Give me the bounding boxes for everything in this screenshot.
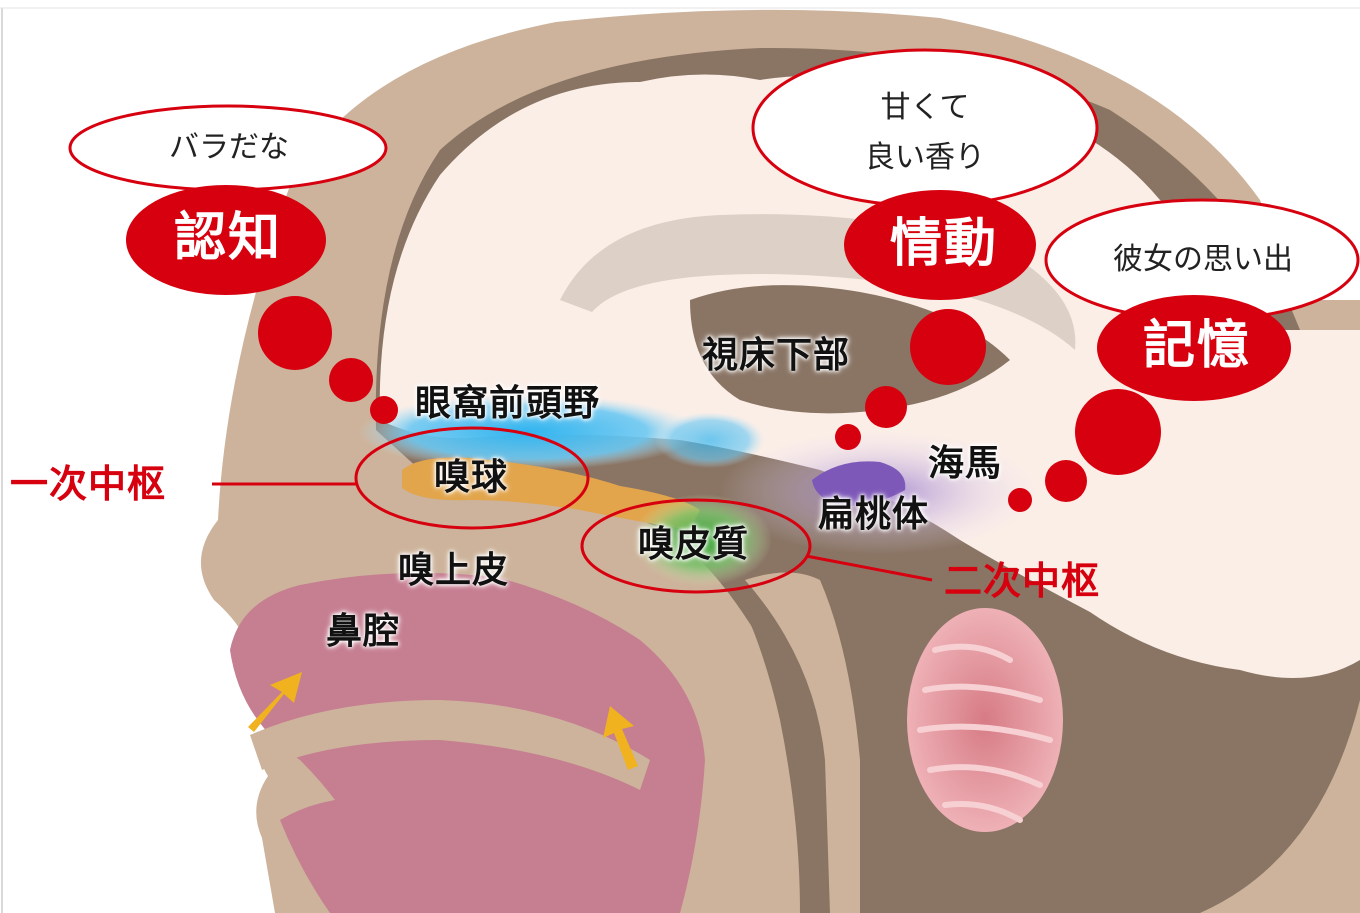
thought-memory-text: 彼女の思い出 (1113, 242, 1293, 277)
label-amygdala: 扁桃体 (818, 494, 930, 535)
label-secondary-center: 二次中枢 (944, 559, 1101, 603)
label-nasal-cavity: 鼻腔 (326, 611, 401, 652)
label-hippocampus: 海馬 (928, 443, 1003, 484)
secondary-center-leader (805, 554, 933, 582)
orbitofrontal-area (358, 394, 698, 470)
badge-emotion (844, 190, 1036, 300)
label-olfactory-cortex: 嗅皮質 (638, 524, 750, 565)
badge-memory (1097, 295, 1291, 401)
thought-cognition-text: バラだな (169, 130, 289, 165)
secondary-center-ring (580, 498, 812, 594)
label-hypothalamus: 視床下部 (702, 335, 851, 376)
thought-emotion-text-line2: 良い香り (865, 140, 985, 175)
olfactory-bulb (402, 457, 700, 530)
badge-cognition-label: 認知 (174, 208, 283, 268)
thought-dot-icon (258, 296, 1161, 512)
label-olfactory-bulb: 嗅球 (434, 457, 509, 498)
label-olfactory-epithelium: 嗅上皮 (398, 550, 510, 591)
amygdala (812, 461, 906, 506)
badge-emotion-label: 情動 (890, 214, 999, 274)
label-primary-center: 一次中枢 (10, 462, 167, 506)
badge-memory-label: 記憶 (1143, 316, 1252, 376)
olfactory-cortex (632, 494, 772, 586)
upward-arrow-icon (248, 672, 302, 732)
primary-center-ring (354, 426, 590, 530)
upward-arrow-icon (603, 706, 638, 770)
badge-cognition (126, 185, 326, 295)
cerebellum (907, 608, 1063, 832)
label-orbitofrontal: 眼窩前頭野 (415, 383, 601, 424)
thought-emotion-text-line1: 甘くて (880, 90, 970, 125)
nasal-cavity (230, 572, 705, 913)
